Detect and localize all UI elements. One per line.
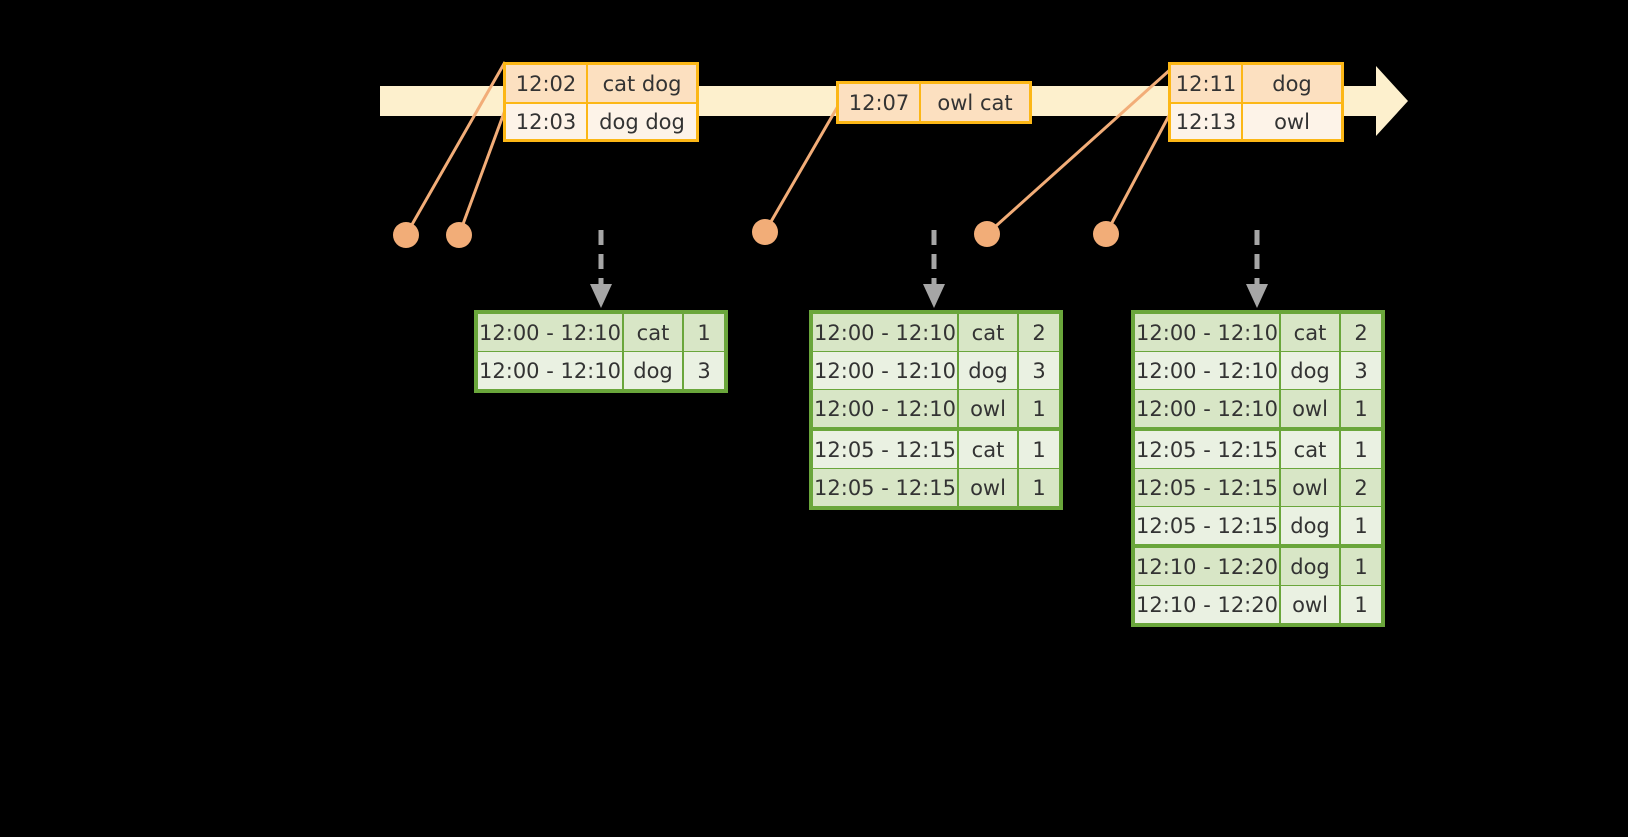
event-time: 12:02 — [506, 65, 588, 102]
connector-dot-4 — [974, 221, 1000, 247]
cell-window: 12:05 - 12:15 — [1135, 469, 1279, 506]
cell-window: 12:00 - 12:10 — [478, 352, 622, 389]
cell-window: 12:10 - 12:20 — [1135, 548, 1279, 585]
cell-window: 12:05 - 12:15 — [813, 431, 957, 468]
cell-key: cat — [624, 314, 682, 351]
cell-window: 12:00 - 12:10 — [1135, 352, 1279, 389]
cell-key: dog — [1281, 507, 1339, 544]
cell-key: owl — [1281, 390, 1339, 427]
cell-window: 12:05 - 12:15 — [1135, 507, 1279, 544]
cell-window: 12:05 - 12:15 — [1135, 431, 1279, 468]
event-row: 12:11 dog — [1171, 65, 1341, 102]
cell-count: 1 — [1341, 548, 1381, 585]
event-row: 12:07 owl cat — [839, 84, 1029, 121]
connector-dot-2 — [446, 222, 472, 248]
cell-window: 12:00 - 12:10 — [1135, 314, 1279, 351]
cell-count: 1 — [1019, 469, 1059, 506]
cell-count: 1 — [1341, 431, 1381, 468]
cell-key: dog — [1281, 352, 1339, 389]
cell-window: 12:05 - 12:15 — [813, 469, 957, 506]
cell-window: 12:00 - 12:10 — [813, 314, 957, 351]
timeline-arrow-icon — [1340, 66, 1408, 136]
event-row: 12:13 owl — [1171, 102, 1341, 139]
cell-count: 1 — [1019, 390, 1059, 427]
cell-count: 1 — [1019, 431, 1059, 468]
event-box-3[interactable]: 12:11 dog 12:13 owl — [1168, 62, 1344, 142]
cell-key: owl — [959, 390, 1017, 427]
cell-count: 1 — [684, 314, 724, 351]
event-value: dog — [1243, 65, 1341, 102]
cell-key: cat — [1281, 314, 1339, 351]
cell-key: dog — [1281, 548, 1339, 585]
event-box-2[interactable]: 12:07 owl cat — [836, 81, 1032, 124]
cell-key: dog — [959, 352, 1017, 389]
cell-count: 3 — [684, 352, 724, 389]
connector-dot-5 — [1093, 221, 1119, 247]
cell-key: dog — [624, 352, 682, 389]
cell-count: 1 — [1341, 586, 1381, 623]
down-arrow-2-icon — [923, 230, 945, 308]
cell-key: owl — [1281, 469, 1339, 506]
cell-key: cat — [959, 431, 1017, 468]
event-row: 12:02 cat dog — [506, 65, 696, 102]
event-time: 12:03 — [506, 104, 588, 139]
down-arrow-3-icon — [1246, 230, 1268, 308]
event-value: dog dog — [588, 104, 696, 139]
event-value: owl cat — [921, 84, 1029, 121]
cell-count: 1 — [1341, 507, 1381, 544]
cell-window: 12:10 - 12:20 — [1135, 586, 1279, 623]
event-value: owl — [1243, 104, 1341, 139]
event-time: 12:11 — [1171, 65, 1243, 102]
cell-count: 2 — [1341, 314, 1381, 351]
cell-key: cat — [1281, 431, 1339, 468]
down-arrow-1-icon — [590, 230, 612, 308]
cell-key: owl — [959, 469, 1017, 506]
cell-count: 2 — [1019, 314, 1059, 351]
event-box-1[interactable]: 12:02 cat dog 12:03 dog dog — [503, 62, 699, 142]
cell-count: 1 — [1341, 390, 1381, 427]
event-time: 12:13 — [1171, 104, 1243, 139]
cell-key: cat — [959, 314, 1017, 351]
cell-key: owl — [1281, 586, 1339, 623]
connector-dot-3 — [752, 219, 778, 245]
event-value: cat dog — [588, 65, 696, 102]
cell-window: 12:00 - 12:10 — [813, 352, 957, 389]
cell-count: 2 — [1341, 469, 1381, 506]
cell-window: 12:00 - 12:10 — [813, 390, 957, 427]
connector-dot-1 — [393, 222, 419, 248]
cell-count: 3 — [1019, 352, 1059, 389]
cell-window: 12:00 - 12:10 — [478, 314, 622, 351]
cell-window: 12:00 - 12:10 — [1135, 390, 1279, 427]
cell-count: 3 — [1341, 352, 1381, 389]
event-time: 12:07 — [839, 84, 921, 121]
event-row: 12:03 dog dog — [506, 102, 696, 139]
